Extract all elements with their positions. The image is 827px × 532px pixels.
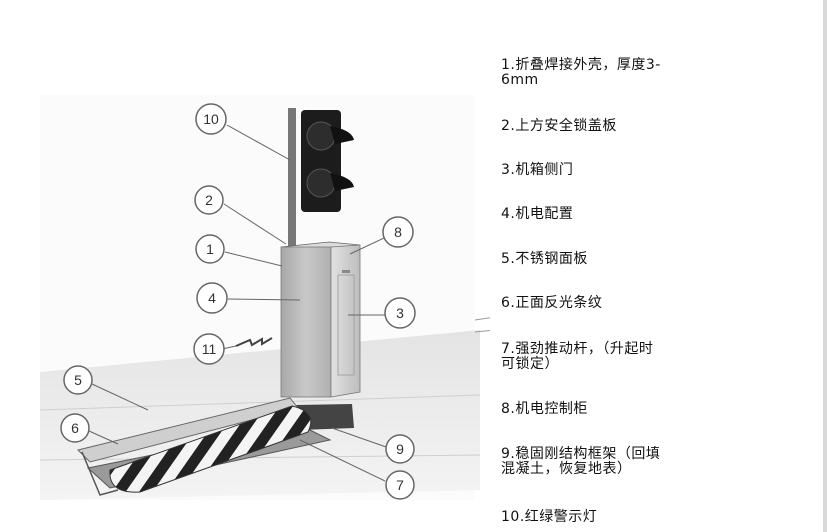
legend-item-2: 2.上方安全锁盖板 xyxy=(501,118,617,134)
callout-5: 5 xyxy=(63,365,93,395)
callout-2: 2 xyxy=(194,185,224,215)
traffic-light xyxy=(288,108,354,248)
callout-1: 1 xyxy=(195,234,225,264)
svg-text:2: 2 xyxy=(205,192,213,208)
callout-8: 8 xyxy=(382,216,414,248)
callout-11: 11 xyxy=(193,333,225,365)
callout-3: 3 xyxy=(384,297,416,329)
blocker-assembly xyxy=(77,397,354,496)
callout-9: 9 xyxy=(385,434,415,464)
callout-6: 6 xyxy=(60,413,90,443)
signal-zigzag-icon xyxy=(235,337,273,347)
svg-text:4: 4 xyxy=(208,290,216,306)
legend-item-6: 6.正面反光条纹 xyxy=(501,295,603,311)
control-cabinet xyxy=(280,241,361,398)
svg-text:9: 9 xyxy=(396,441,404,457)
svg-text:10: 10 xyxy=(203,111,219,127)
svg-text:8: 8 xyxy=(394,224,402,240)
cabinet-front xyxy=(280,246,332,398)
legend-item-9: 9.稳固刚结构框架（回填 混凝土，恢复地表） xyxy=(501,446,661,477)
svg-text:6: 6 xyxy=(71,420,79,436)
svg-text:1: 1 xyxy=(206,241,214,257)
reflective-stripe-face xyxy=(109,405,312,493)
legend-item-5: 5.不锈钢面板 xyxy=(501,251,588,267)
legend-item-3: 3.机箱侧门 xyxy=(501,162,574,178)
road-blocker-diagram: 10 2 1 4 11 5 6 8 3 9 7 xyxy=(39,103,490,500)
legend-item-4: 4.机电配置 xyxy=(501,206,574,222)
legend-item-8: 8.机电控制柜 xyxy=(501,401,588,417)
callout-4: 4 xyxy=(196,282,228,314)
callout-10: 10 xyxy=(195,103,227,135)
page-edge-bar xyxy=(823,0,827,532)
legend-item-7: 7.强劲推动杆，（升起时 可锁定） xyxy=(501,341,654,372)
cabinet-side-door xyxy=(330,244,361,398)
svg-text:3: 3 xyxy=(396,305,404,321)
light-pole xyxy=(288,108,296,248)
callout-7: 7 xyxy=(385,470,415,500)
svg-text:5: 5 xyxy=(74,372,82,388)
callout-markers: 10 2 1 4 11 5 6 8 3 9 7 xyxy=(60,103,416,500)
legend-item-10: 10.红绿警示灯 xyxy=(501,509,598,525)
legend-item-1: 1.折叠焊接外壳，厚度3- 6mm xyxy=(501,57,661,88)
leader-lines xyxy=(88,124,390,482)
svg-text:11: 11 xyxy=(202,341,217,357)
svg-text:7: 7 xyxy=(396,477,404,493)
